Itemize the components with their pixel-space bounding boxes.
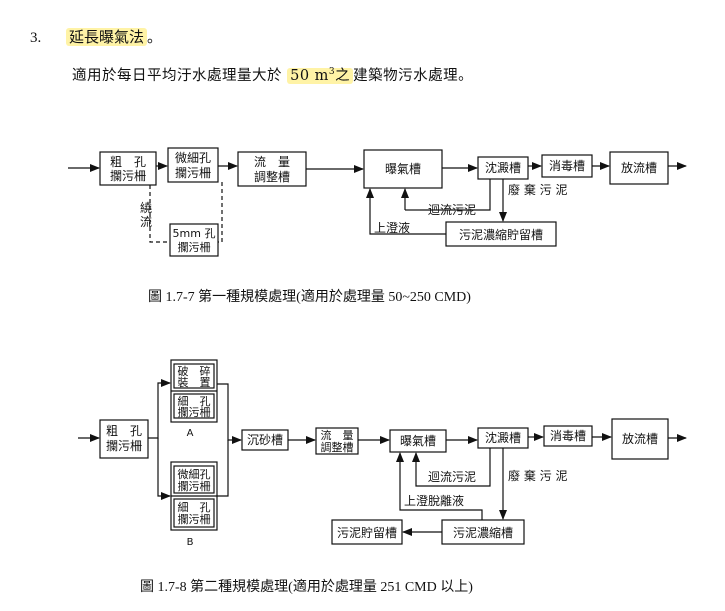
d2-discharge-box (611, 418, 669, 460)
d2-discharge-label: 放流槽 (622, 431, 658, 446)
d2-finebar-a-label-1: 細 孔 (178, 395, 211, 408)
d1-waste-label: 廢 棄 污 泥 (508, 182, 567, 197)
d2-finebar-b-label-1: 細 孔 (178, 501, 211, 514)
d1-5mm-label-2: 攔污柵 (178, 240, 211, 254)
d1-discharge-label: 放流槽 (621, 160, 657, 175)
intro-volume-sup: 3 (328, 67, 336, 78)
d1-flow-label-1: 流 量 (254, 155, 290, 169)
d1-coarse-label-2: 攔污柵 (110, 168, 146, 183)
d2-label-b: B (187, 537, 194, 548)
diagram2-caption: 圖 1.7-8 第二種規模處理(適用於處理量 251 CMD 以上) (140, 580, 473, 595)
d2-waste-label: 廢 棄 污 泥 (508, 468, 567, 483)
d1-aeration-label: 曝氣槽 (385, 162, 421, 176)
intro-text-after: 建築物污水處理。 (353, 68, 474, 84)
section-number: 3. (30, 30, 42, 46)
d1-coarse-screen-box (99, 151, 157, 186)
d2-coarse-screen-box (99, 419, 149, 459)
d2-micro-label-2: 攔污柵 (178, 479, 211, 493)
section-title: 延長曝氣法 (66, 28, 148, 46)
diagram2-lines (78, 359, 687, 545)
diagram2-labels: 粗 孔 攔污柵 破 碎 裝 置 細 孔 攔污柵 A 微細孔 攔污柵 細 孔 攔污… (106, 364, 658, 548)
d2-crush-label-1: 破 碎 (178, 364, 211, 378)
d2-flow-equalization-box (315, 427, 359, 455)
d1-coarse-label-1: 粗 孔 (110, 155, 146, 169)
d1-flow-label-2: 調整槽 (254, 169, 290, 184)
d1-settling-label: 沈澱槽 (485, 160, 521, 175)
d1-5mm-screen-box (169, 223, 219, 257)
d2-micro-label-1: 微細孔 (178, 467, 211, 481)
d1-bypass-label-2: 流 (140, 215, 152, 229)
section-title-end: 。 (147, 28, 163, 46)
d1-supernatant-label: 上澄液 (374, 220, 410, 235)
d2-supernatant-label: 上澄脫離液 (404, 493, 464, 508)
d2-flow-label-2: 調整槽 (321, 440, 354, 454)
d1-5mm-label-1: 5mm 孔 (173, 227, 216, 240)
d1-discharge-box (609, 151, 669, 185)
d2-grit-label: 沉砂槽 (247, 433, 283, 447)
d2-thickening-label: 污泥濃縮槽 (453, 525, 513, 540)
d1-sludge-label: 污泥濃縮貯留槽 (459, 227, 543, 242)
d2-flow-label-1: 流 量 (321, 428, 354, 442)
diagram1-labels: 粗 孔 攔污柵 微細孔 攔污柵 流 量 調整槽 曝氣槽 沈澱槽 消毒槽 放流槽 … (110, 151, 657, 254)
intro-paragraph: 適用於每日平均汙水處理量大於 50 m3之建築物污水處理。 (72, 64, 473, 85)
d1-bypass-label-1: 繞 (140, 201, 152, 215)
d1-fine-label-1: 微細孔 (175, 151, 211, 165)
d1-fine-label-2: 攔污柵 (175, 165, 211, 180)
d2-disinfection-label: 消毒槽 (550, 429, 586, 443)
intro-volume: 50 m3之 (287, 67, 354, 84)
intro-text-before: 適用於每日平均汙水處理量大於 (72, 68, 282, 84)
d1-fine-screen-box (167, 147, 219, 183)
d2-aeration-label: 曝氣槽 (400, 434, 436, 448)
d1-return-label: 迴流污泥 (428, 203, 476, 217)
d1-disinfection-label: 消毒槽 (549, 159, 585, 173)
d2-crush-label-2: 裝 置 (178, 376, 211, 389)
d2-label-a: A (187, 428, 194, 439)
d2-finebar-b-label-2: 攔污柵 (178, 512, 211, 526)
d2-return-label: 迴流污泥 (428, 470, 476, 484)
d2-storage-label: 污泥貯留槽 (337, 526, 397, 540)
d2-settling-label: 沈澱槽 (485, 430, 521, 445)
d2-coarse-label-2: 攔污柵 (106, 438, 142, 453)
d2-disinfection-box (543, 425, 593, 447)
section-heading: 3. 延長曝氣法。 (30, 26, 162, 47)
diagram1-lines (68, 147, 687, 257)
d2-finebar-a-label-2: 攔污柵 (178, 405, 211, 419)
d2-coarse-label-1: 粗 孔 (106, 424, 142, 438)
intro-suffix: 之 (335, 68, 351, 84)
diagram1-caption: 圖 1.7-7 第一種規模處理(適用於處理量 50~250 CMD) (148, 290, 471, 305)
